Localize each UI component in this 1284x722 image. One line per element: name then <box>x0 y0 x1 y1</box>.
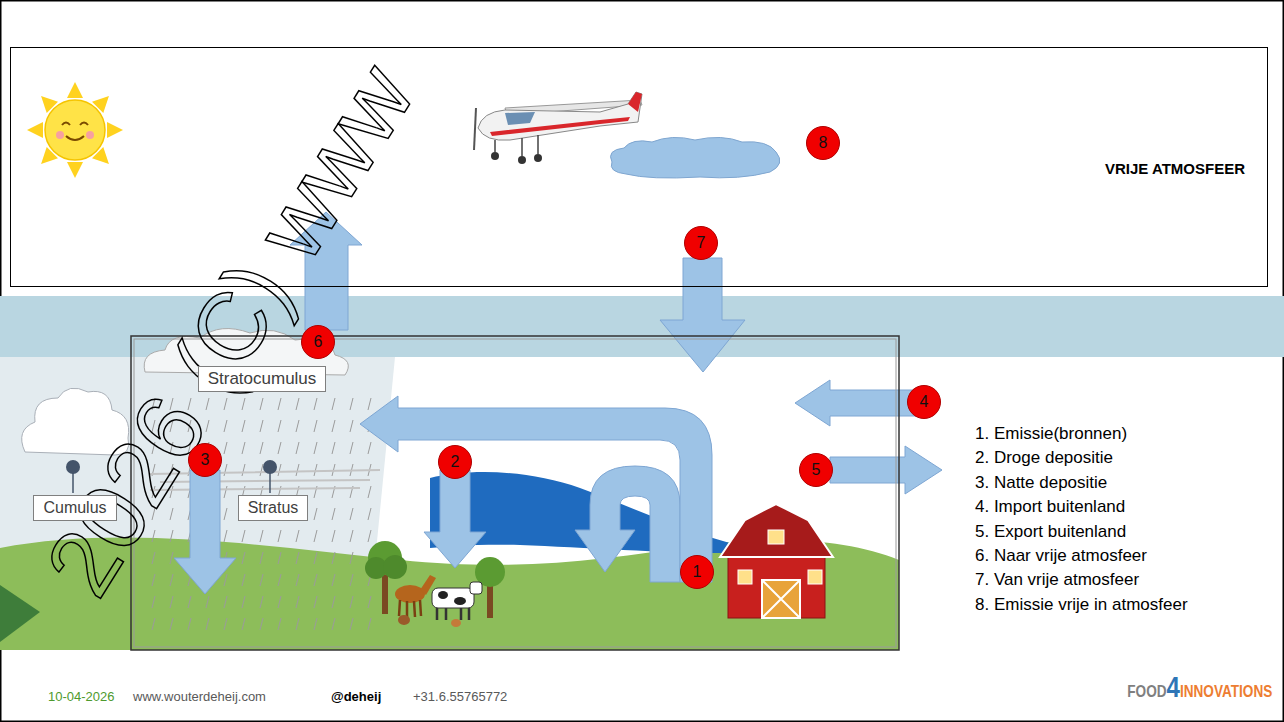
footer-text: +31.6.55765772 <box>413 689 507 705</box>
logo-text: INNOVATIONS <box>1180 682 1272 702</box>
legend-list-item: 3. Natte depositie <box>975 473 1107 493</box>
callout-number: 1 <box>680 555 714 589</box>
hill <box>0 585 40 642</box>
footer-text: 10-04-2026 <box>48 689 115 705</box>
cloud-label: Stratus <box>238 495 309 520</box>
callout-number: 8 <box>806 126 840 160</box>
callout-number: 3 <box>188 443 222 477</box>
callout-number: 2 <box>438 445 472 479</box>
logo-text: 4 <box>1166 670 1179 704</box>
logo-text: FOOD <box>1127 682 1166 702</box>
legend-list-item: 7. Van vrije atmosfeer <box>975 570 1139 590</box>
animals <box>365 541 505 627</box>
sun <box>27 82 123 178</box>
region-outline-inner <box>134 339 896 647</box>
cloud-label: Stratocumulus <box>198 366 327 392</box>
barn <box>720 504 833 618</box>
footer-text: www.wouterdeheij.com <box>133 689 266 705</box>
callout-number: 6 <box>301 325 335 359</box>
legend-list-item: 5. Export buitenland <box>975 522 1126 542</box>
atmosphere-frame: VRIJE ATMOSFEER <box>10 47 1268 287</box>
legend-list-item: 8. Emissie vrije in atmosfeer <box>975 595 1188 615</box>
legend-list-item: 4. Import buitenland <box>975 497 1125 517</box>
cloud-name: Stratocumulus <box>208 369 317 388</box>
legend-list-item: 1. Emissie(bronnen) <box>975 424 1127 444</box>
company-logo: FOOD4INNOVATIONS <box>1127 670 1272 704</box>
cloud-free-atmosphere <box>611 137 780 178</box>
region-title: VRIJE ATMOSFEER <box>1105 160 1245 177</box>
callout-number: 4 <box>907 385 941 419</box>
legend-list-item: 6. Naar vrije atmosfeer <box>975 546 1147 566</box>
region-outline <box>131 336 899 650</box>
callout-number: 7 <box>684 226 718 260</box>
legend-list-item: 2. Droge depositie <box>975 448 1113 468</box>
cloud-name: Stratus <box>248 499 299 516</box>
callout-number: 5 <box>799 453 833 487</box>
footer-text: @deheij <box>331 689 381 705</box>
cloud-label: Cumulus <box>33 495 116 520</box>
cloud-name: Cumulus <box>43 499 106 516</box>
